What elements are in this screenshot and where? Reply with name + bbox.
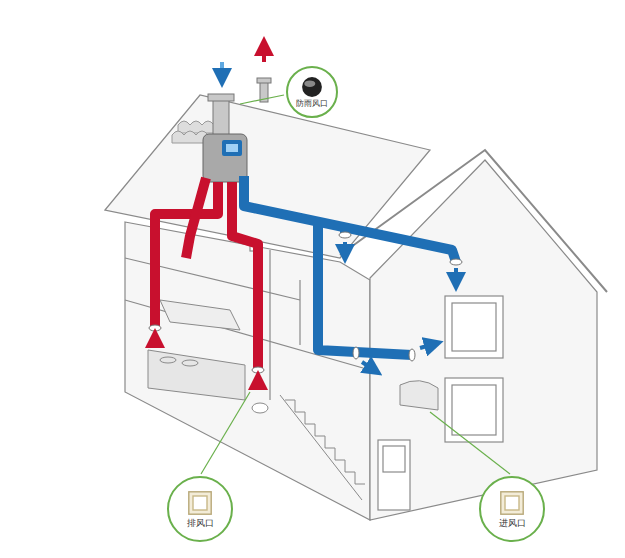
supply-duct <box>244 176 456 355</box>
airflow-arrows <box>220 62 224 78</box>
window-frames <box>452 303 496 351</box>
roof-vent-pipes <box>208 78 271 136</box>
airflow-arrows <box>454 268 458 282</box>
duct-outlets <box>252 367 264 373</box>
duct-outlets <box>339 232 351 238</box>
airflow-arrows <box>153 338 157 346</box>
window-frames <box>378 440 410 510</box>
supply-duct <box>244 176 456 262</box>
vent-cap-icon <box>301 76 323 98</box>
callout-label: 排风口 <box>187 519 214 529</box>
airflow-arrows <box>362 362 374 370</box>
icon-part <box>193 496 207 510</box>
callout-circle: 防雨风口 <box>286 66 338 118</box>
duct-outlets <box>353 347 359 359</box>
duct-outlets <box>149 232 462 373</box>
ventilation-unit <box>203 134 247 182</box>
icon-part <box>505 496 519 510</box>
roof-vent-pipes <box>257 78 271 83</box>
kitchen-and-stairs <box>285 400 365 484</box>
duct-outlets <box>149 325 161 331</box>
kitchen-and-stairs <box>280 395 362 500</box>
callout-circle: 进风口 <box>479 476 545 542</box>
vent-grille-icon <box>186 489 214 517</box>
intake-grille <box>400 381 438 410</box>
duct-outlets <box>409 349 415 361</box>
leader-lines <box>201 392 250 474</box>
house-outline <box>370 160 597 520</box>
window-frames <box>452 385 496 435</box>
leader-lines <box>201 95 510 474</box>
roof-tiles <box>178 121 214 133</box>
window-frames <box>445 296 503 358</box>
vent-grille-icon <box>498 489 526 517</box>
kitchen-and-stairs <box>160 300 240 330</box>
kitchen-and-stairs <box>148 350 245 400</box>
icon-part <box>501 492 523 514</box>
airflow-arrows <box>262 46 266 62</box>
icon-part <box>189 492 211 514</box>
house-outline <box>125 222 370 520</box>
icon-part <box>304 80 315 87</box>
house-outline <box>105 95 607 520</box>
ventilation-unit <box>226 144 238 152</box>
callout-circle: 排风口 <box>167 476 233 542</box>
window-frames <box>445 378 503 442</box>
intake-grille <box>400 381 438 410</box>
window-frames <box>383 446 405 472</box>
ventilation-unit <box>222 140 242 156</box>
callout-label: 进风口 <box>499 519 526 529</box>
kitchen-and-stairs <box>182 360 198 366</box>
roof-vent-pipes <box>208 94 234 101</box>
airflow-arrows <box>155 46 456 388</box>
duct-outlets <box>450 259 462 265</box>
roof-vent-pipes <box>213 100 229 136</box>
house-outline <box>269 250 270 400</box>
exhaust-duct <box>186 178 206 258</box>
kitchen-and-stairs <box>160 357 176 363</box>
airflow-arrows <box>420 344 434 348</box>
airflow-arrows <box>256 380 260 388</box>
airflow-arrows <box>343 242 347 254</box>
leader-lines <box>240 95 284 104</box>
ventilation-unit <box>203 134 247 182</box>
icon-part <box>302 77 322 97</box>
house-outline <box>340 150 607 292</box>
house-outline <box>299 280 300 345</box>
supply-duct <box>318 222 412 355</box>
leader-lines <box>430 412 510 474</box>
window-frames <box>378 296 503 510</box>
callout-label: 防雨风口 <box>296 100 328 109</box>
kitchen-and-stairs <box>252 403 268 413</box>
